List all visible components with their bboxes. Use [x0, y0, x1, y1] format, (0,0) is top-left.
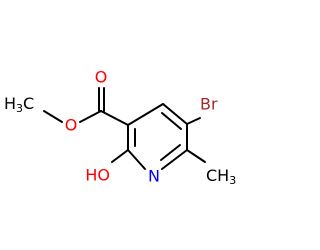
methyl-ester-h: H: [4, 94, 16, 113]
bond-n-c2: [127, 149, 146, 170]
bond-c2-oh: [111, 149, 129, 163]
atom-methyl-ring: CH3: [206, 166, 236, 187]
bond-group: [43, 87, 206, 170]
methyl-ester-subscript: 3: [16, 102, 23, 115]
bond-c6-ch3: [186, 149, 206, 163]
bond-c6-n: [161, 149, 188, 170]
atom-bromine: Br: [200, 95, 218, 114]
atom-oxygen-ester: O: [65, 116, 78, 135]
bond-c4-c5-double: [161, 112, 182, 130]
bond-ester-c-o-single: [79, 110, 102, 123]
bond-c6-n-double: [160, 144, 181, 161]
structure-canvas: O O H3C Br HO N CH3: [4, 68, 236, 187]
methyl-ring-subscript: 3: [229, 174, 236, 187]
bond-c3-c4: [127, 103, 164, 126]
atom-hydroxyl: HO: [85, 166, 110, 185]
bond-c4-c5: [162, 103, 188, 125]
methyl-ester-c: C: [23, 94, 34, 113]
bond-c5-br: [186, 117, 201, 125]
atom-oxygen-carbonyl: O: [95, 68, 108, 87]
atom-methyl-ester: H3C: [4, 94, 34, 115]
methyl-ring-ch: CH: [206, 166, 229, 185]
atom-nitrogen: N: [148, 167, 160, 186]
bond-o-methyl: [43, 110, 63, 123]
bond-c3-ester-c: [100, 110, 129, 126]
molecule-structure: O O H3C Br HO N CH3: [4, 68, 236, 187]
